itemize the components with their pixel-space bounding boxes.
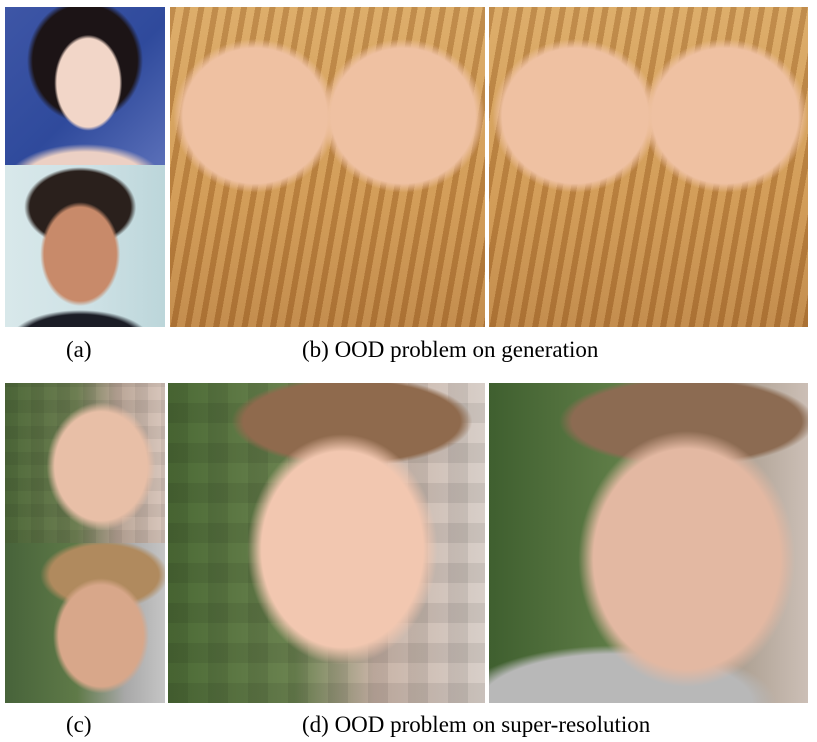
woman-portrait-photo [5,7,165,165]
low-resolution-input-photo [5,383,165,543]
pixelated-enlarged-photo [168,383,485,703]
super-resolved-output-photo [489,383,808,703]
caption-c: (c) [66,712,92,737]
man-portrait-photo [5,165,165,327]
caption-b: (b) OOD problem on generation [302,337,599,362]
caption-a: (a) [66,337,92,362]
ground-truth-face-photo [5,543,165,703]
caption-d: (d) OOD problem on super-resolution [302,712,651,737]
generated-blonde-pair-right [489,7,808,327]
generated-blonde-pair-left [170,7,485,327]
